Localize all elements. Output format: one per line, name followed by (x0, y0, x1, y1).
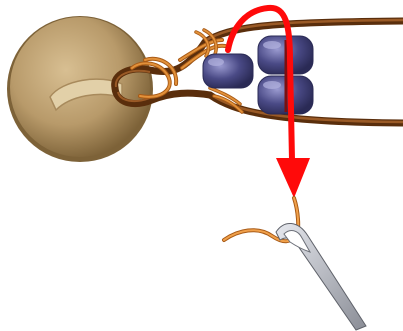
button (7, 16, 153, 162)
needle (276, 223, 366, 330)
bead-single (203, 54, 253, 88)
arrow-head (276, 158, 310, 198)
